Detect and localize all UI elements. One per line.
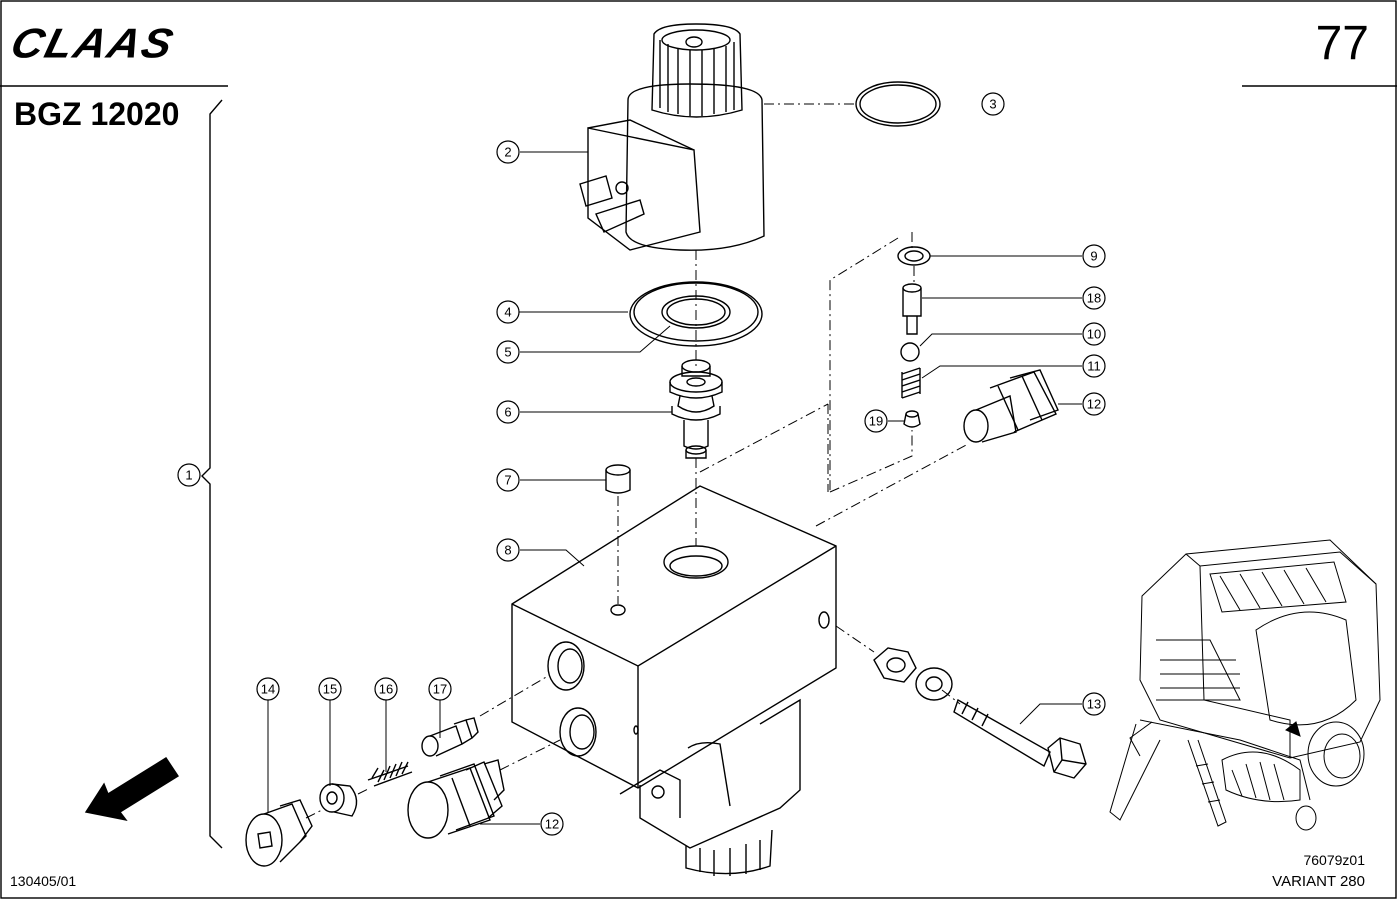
callout-circle xyxy=(981,92,1005,116)
document-date: 130405/01 xyxy=(10,873,77,889)
direction-arrow-icon xyxy=(84,757,179,822)
callout-number: 7 xyxy=(504,473,511,488)
callout-c9: 9 xyxy=(1082,244,1106,268)
callout-circle xyxy=(1082,354,1106,378)
callout-circle xyxy=(318,677,342,701)
valve-cartridge xyxy=(669,359,723,459)
manifold-block xyxy=(511,485,837,876)
seat-19 xyxy=(903,410,921,428)
callout-number: 9 xyxy=(1090,249,1097,264)
callout-circle xyxy=(374,677,398,701)
page-number: 77 xyxy=(1315,17,1369,70)
spring-16 xyxy=(367,761,413,787)
group-code: BGZ 12020 xyxy=(14,96,180,132)
assembly-bracket xyxy=(201,99,223,849)
callout-circle xyxy=(496,300,520,324)
callout-number: 12 xyxy=(1087,397,1101,412)
callout-number: 11 xyxy=(1087,359,1101,374)
callout-circle xyxy=(1082,692,1106,716)
callout-number: 5 xyxy=(504,345,511,360)
callout-circle xyxy=(864,409,888,433)
callout-number: 3 xyxy=(989,97,996,112)
callout-c6: 6 xyxy=(496,400,520,424)
model-name: VARIANT 280 xyxy=(1272,873,1365,890)
callout-number: 17 xyxy=(433,682,447,697)
callout-c4: 4 xyxy=(496,300,520,324)
callout-circle xyxy=(1082,392,1106,416)
piston-17 xyxy=(421,717,479,757)
o-ring-3 xyxy=(855,81,941,127)
callout-circle xyxy=(496,140,520,164)
callout-circle xyxy=(1082,244,1106,268)
callout-c7: 7 xyxy=(496,468,520,492)
callout-number: 1 xyxy=(185,468,192,483)
baler-overview-sketch xyxy=(1109,539,1381,831)
callout-c16: 16 xyxy=(374,677,398,701)
callout-circle xyxy=(496,468,520,492)
callout-number: 4 xyxy=(504,305,511,320)
callout-c17: 17 xyxy=(428,677,452,701)
spacer-15 xyxy=(319,783,358,817)
callout-c3: 3 xyxy=(981,92,1005,116)
callout-number: 14 xyxy=(261,682,275,697)
callout-circle xyxy=(540,812,564,836)
callout-circle xyxy=(496,340,520,364)
callout-circle xyxy=(177,463,201,487)
callout-number: 19 xyxy=(869,414,883,429)
callout-circle xyxy=(1082,322,1106,346)
callout-c15: 15 xyxy=(318,677,342,701)
callout-c11: 11 xyxy=(1082,354,1106,378)
callout-c8: 8 xyxy=(496,538,520,562)
callout-circle xyxy=(496,400,520,424)
callout-c18: 18 xyxy=(1082,286,1106,310)
callout-circle xyxy=(256,677,280,701)
callout-number: 15 xyxy=(323,682,337,697)
callout-c10: 10 xyxy=(1082,322,1106,346)
pin-18 xyxy=(902,283,922,335)
callout-number: 12 xyxy=(545,817,559,832)
callout-c12a: 12 xyxy=(1082,392,1106,416)
ball-10 xyxy=(900,342,920,362)
fitting-12-lower xyxy=(407,759,505,839)
callout-number: 13 xyxy=(1087,697,1101,712)
callout-c12b: 12 xyxy=(540,812,564,836)
callout-circle xyxy=(428,677,452,701)
callout-c14: 14 xyxy=(256,677,280,701)
spring-11 xyxy=(901,367,921,399)
fitting-12-upper xyxy=(963,369,1059,443)
callout-c5: 5 xyxy=(496,340,520,364)
bolt-assembly-13 xyxy=(873,647,1087,779)
callout-circle xyxy=(1082,286,1106,310)
callout-c2: 2 xyxy=(496,140,520,164)
callout-number: 10 xyxy=(1087,327,1101,342)
callout-c19: 19 xyxy=(864,409,888,433)
callout-number: 18 xyxy=(1087,291,1101,306)
callout-c13: 13 xyxy=(1082,692,1106,716)
callout-number: 2 xyxy=(504,145,511,160)
callout-number: 16 xyxy=(379,682,393,697)
callout-circle xyxy=(496,538,520,562)
plug-14 xyxy=(245,799,313,867)
callout-number: 6 xyxy=(504,405,511,420)
sleeve-7 xyxy=(605,464,631,494)
solenoid-coil xyxy=(579,23,765,251)
callout-c1: 1 xyxy=(177,463,201,487)
drawing-number: 76079z01 xyxy=(1303,852,1365,868)
callout-number: 8 xyxy=(504,543,511,558)
washer-9 xyxy=(897,246,931,266)
